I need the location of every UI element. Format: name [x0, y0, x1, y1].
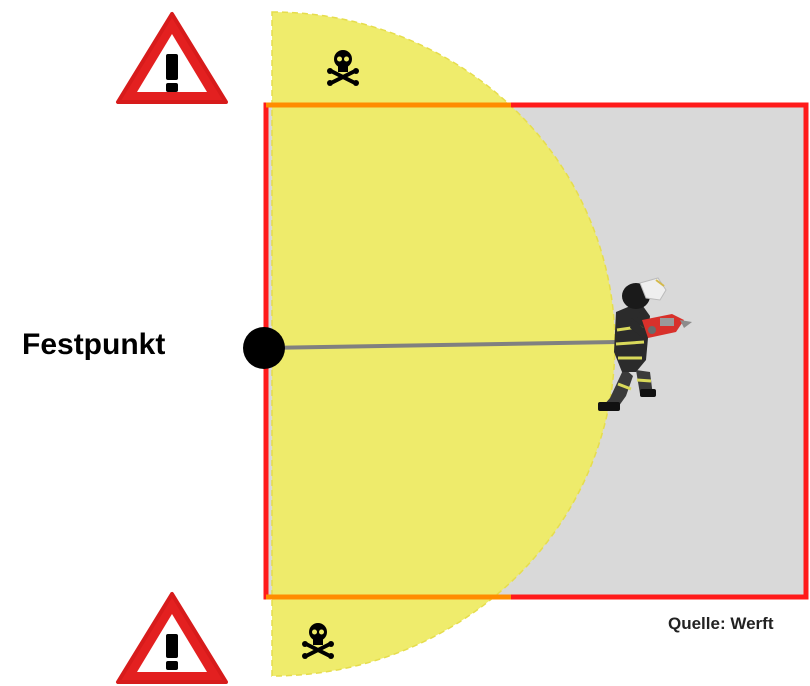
anchor-point-icon [243, 327, 285, 369]
source-label: Quelle: Werft [668, 614, 774, 633]
warning-triangle-icon [116, 592, 228, 684]
warning-triangle-icon [116, 12, 228, 104]
skull-crossbones-icon [302, 623, 334, 659]
firefighter-icon [598, 277, 692, 411]
rope-line [263, 340, 618, 350]
skull-crossbones-icon [327, 50, 359, 86]
fixed-point-label: Festpunkt [22, 328, 166, 361]
